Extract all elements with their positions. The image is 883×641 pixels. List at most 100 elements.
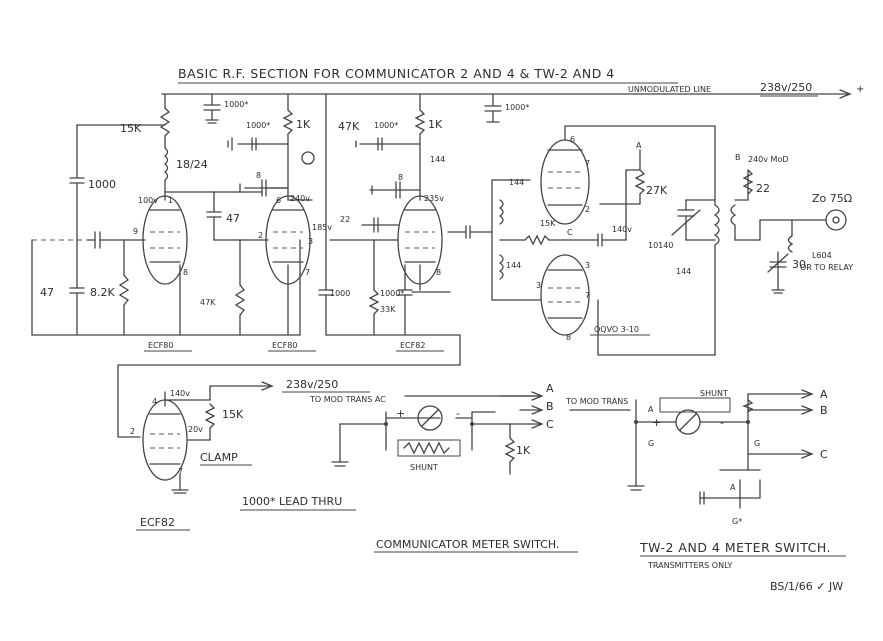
pin-label: 7 xyxy=(305,268,310,277)
pin-label: 1 xyxy=(168,196,173,205)
v20-label: 20v xyxy=(188,425,203,434)
mod-voltage-label: 240v MoD xyxy=(748,155,789,164)
coax-socket xyxy=(825,209,847,231)
ht-line xyxy=(161,89,852,99)
tube-ecf80-1 xyxy=(142,195,188,285)
meter-minus-label: - xyxy=(720,416,724,429)
cap-1000-label: 1000 xyxy=(330,289,350,298)
terminal-b-label: B xyxy=(546,400,554,413)
meter-plus-label: + xyxy=(396,407,405,420)
node-g-label: G xyxy=(648,439,654,448)
pin-label: 8 xyxy=(183,268,188,277)
pin-label: 6 xyxy=(570,135,575,144)
relay-note-label: OR TO RELAY xyxy=(800,263,853,272)
unmodulated-line-label: UNMODULATED LINE xyxy=(628,85,711,94)
resistor-47k-label: 47K xyxy=(200,298,216,307)
resistor-15k-label: 15K xyxy=(120,122,142,135)
resistor-33k-label: 33K xyxy=(380,305,396,314)
tube-label-ecf80: ECF80 xyxy=(148,341,173,350)
node-a-label: A xyxy=(648,405,654,414)
meter-plus-label: + xyxy=(652,416,661,429)
pin-label: 2 xyxy=(130,427,135,436)
resistor-1k-label: 1K xyxy=(428,118,443,131)
tube-ecf82-1 xyxy=(397,195,443,285)
comm-meter xyxy=(384,405,474,431)
resistor-22-label: 22 xyxy=(756,182,770,195)
tuning-point-72 xyxy=(301,151,315,165)
shunt-label: SHUNT xyxy=(410,463,438,472)
tw-meter xyxy=(634,409,750,435)
terminal-c-label: C xyxy=(820,448,828,461)
v235-label: 235v xyxy=(424,194,444,203)
comm-meter-wiring xyxy=(331,391,544,475)
cap-8-label: 8 xyxy=(398,173,403,182)
node-a-label: A xyxy=(730,483,736,492)
resistor-8k2-label: 8.2K xyxy=(90,286,115,299)
node-a-label: A xyxy=(636,141,642,150)
terminal-b-label: B xyxy=(820,404,828,417)
resistor-47k-label: 47K xyxy=(338,120,360,133)
stage2-wiring xyxy=(203,93,315,336)
node-g-label: G xyxy=(754,439,760,448)
cap-1000-label: 1000* xyxy=(505,103,529,112)
v185-label: 185v xyxy=(312,223,332,232)
cap-10140-label: 10140 xyxy=(648,241,673,250)
pin-label: 2 xyxy=(585,205,590,214)
cap-1000-label: 1000* xyxy=(380,289,404,298)
terminal-a-label: A xyxy=(820,388,828,401)
cap-1000-label: 1000* xyxy=(224,100,248,109)
cap-1000-label: 1000 xyxy=(88,178,116,191)
v140-label: 140v xyxy=(612,225,632,234)
cap-47-label: 47 xyxy=(226,212,240,225)
tw-meter-wiring xyxy=(569,389,814,509)
pin-label: 3 xyxy=(308,237,313,246)
tube-label-ecf82: ECF82 xyxy=(400,341,425,350)
tube-label-qqvo: QQVO 3-10 xyxy=(594,325,639,334)
terminal-a-label: A xyxy=(546,382,554,395)
terminal-c-label: C xyxy=(546,418,554,431)
impedance-label: Zo 75Ω xyxy=(812,192,852,205)
clamp-wiring xyxy=(117,334,461,494)
line-voltage-label: 238v/250 xyxy=(760,81,812,94)
resistor-15k-label: 15K xyxy=(540,219,556,228)
decoupling-cap xyxy=(484,93,502,123)
tube-label-ecf80: ECF80 xyxy=(272,341,297,350)
cap-1000-label: 1000* xyxy=(246,121,270,130)
tube-qqvo3-10-upper xyxy=(540,139,590,225)
output-voltage-label: 238v/250 xyxy=(286,378,338,391)
coil-l604-label: L604 xyxy=(812,251,832,260)
node-c-label: C xyxy=(567,228,573,237)
node-b-label: B xyxy=(735,153,741,162)
stage3-wiring xyxy=(318,93,461,336)
cap-1000-label: 1000* xyxy=(374,121,398,130)
v140-label: 140v xyxy=(170,389,190,398)
stage1-wiring xyxy=(31,93,269,336)
tube-ecf82-clamp xyxy=(142,399,188,481)
resistor-1k-label: 1K xyxy=(296,118,311,131)
meter-minus-label: - xyxy=(456,407,460,420)
v100-label: 100v xyxy=(138,196,158,205)
plus-sign: + xyxy=(856,84,864,95)
signature-date: BS/1/66 ✓ JW xyxy=(770,580,843,593)
coil-144-label: 144 xyxy=(506,261,521,270)
pin-label: 7 xyxy=(585,159,590,168)
node-g-label: G* xyxy=(732,517,742,526)
resistor-27k-label: 27K xyxy=(646,184,668,197)
pin-label: 2 xyxy=(258,231,263,240)
pin-label: 3 xyxy=(536,281,541,290)
pin-label: 6 xyxy=(276,196,281,205)
coil-144-label: 144 xyxy=(430,155,445,164)
pin-label: 7 xyxy=(585,291,590,300)
cap-8-label: 8 xyxy=(256,171,261,180)
lead-thru-label: 1000* LEAD THRU xyxy=(242,495,342,508)
pa-wiring xyxy=(447,125,847,356)
coil-18-24-label: 18/24 xyxy=(176,158,208,171)
pin-label: 7 xyxy=(178,467,183,476)
resistor-15k-label: 15K xyxy=(222,408,244,421)
resistor-1k-label: 1K xyxy=(516,444,531,457)
tw-meter-note: TRANSMITTERS ONLY xyxy=(647,561,732,570)
tw-meter-caption: TW-2 AND 4 METER SWITCH. xyxy=(639,540,831,555)
pin-label: 8 xyxy=(566,333,571,342)
